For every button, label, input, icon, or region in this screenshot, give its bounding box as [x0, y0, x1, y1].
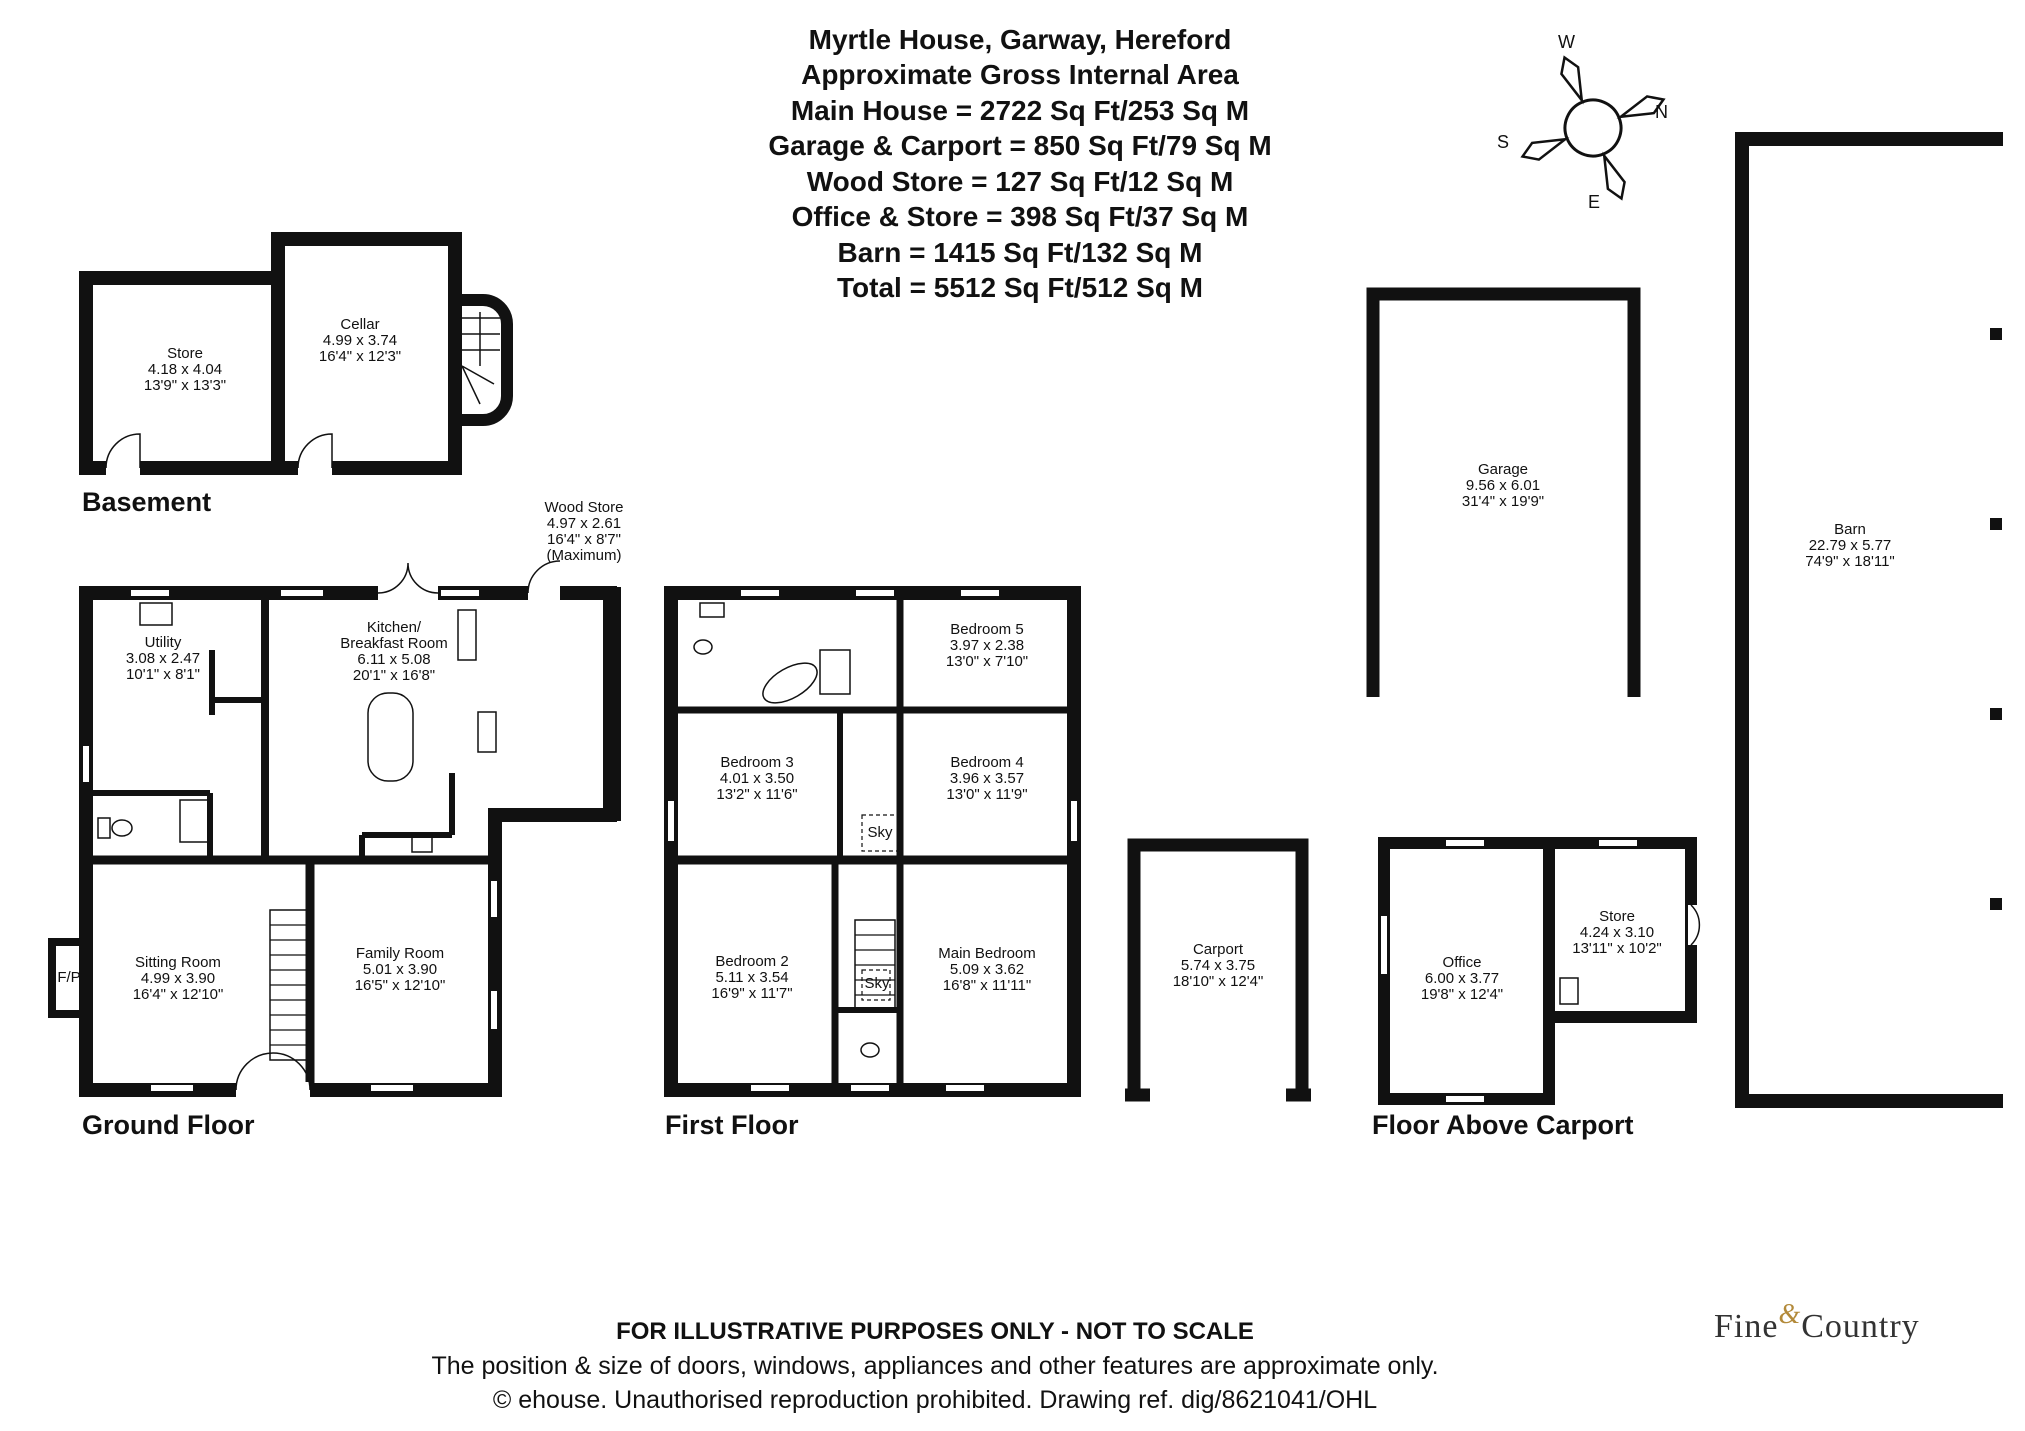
toilet-icon: [111, 819, 133, 837]
toilet-cistern: [97, 817, 111, 839]
copyright-text: © ehouse. Unauthorised reproduction proh…: [492, 1386, 1378, 1414]
compass-e: E: [1588, 192, 1601, 212]
area-barn: Barn = 1415 Sq Ft/132 Sq M: [837, 237, 1203, 268]
label-fireplace: F/P: [57, 969, 81, 986]
bathroom-toilet-icon: [693, 639, 713, 655]
cellar-door-icon: [297, 433, 333, 469]
store-door-icon: [1559, 977, 1579, 1005]
shower-tray: [179, 799, 209, 843]
label-floor-above-carport: Floor Above Carport: [1372, 1110, 1634, 1140]
first-stairs-icon: [819, 649, 851, 695]
utility-sink-icon: [139, 602, 173, 626]
area-total: Total = 5512 Sq Ft/512 Sq M: [837, 272, 1203, 303]
label-basement: Basement: [82, 487, 212, 517]
area-main-house: Main House = 2722 Sq Ft/253 Sq M: [790, 95, 1250, 126]
ground-floor-plan: [48, 560, 621, 1098]
skylight-2: [861, 969, 891, 1001]
barn-walls: [1735, 132, 2003, 1108]
hob-icon: [411, 833, 433, 853]
cellar-stair-alcove: [455, 294, 513, 426]
fireplace: [48, 938, 90, 1018]
area-office-store: Office & Store = 398 Sq Ft/37 Sq M: [791, 201, 1249, 232]
kitchen-sink-icon: [457, 609, 477, 661]
label-ground-floor: Ground Floor: [82, 1110, 255, 1140]
wood-store-door-icon: [527, 560, 561, 594]
compass-rose-icon: [1520, 55, 1666, 201]
garage-walls: [1366, 287, 1641, 697]
kitchen-island: [367, 692, 414, 782]
plan-subtitle: Approximate Gross Internal Area: [801, 59, 1239, 90]
compass-s: S: [1497, 132, 1510, 152]
fine-country-logo: Fine&Country: [1714, 1299, 1920, 1345]
wood-store-walls: [495, 587, 621, 821]
front-door-icon: [235, 1052, 311, 1091]
hob-icon-2: [477, 711, 497, 753]
skylight-1: [861, 814, 899, 852]
first-floor-plan: [664, 586, 1081, 1097]
carport-walls: [1127, 838, 1309, 1095]
disclaimer-text: The position & size of doors, windows, a…: [431, 1352, 1439, 1380]
plan-title: Myrtle House, Garway, Hereford: [808, 24, 1232, 55]
kitchen-french-doors-icon: [377, 562, 439, 594]
basement-store-door-icon: [105, 433, 141, 469]
cellar-stairs-icon: [461, 312, 500, 405]
basement-plan: [79, 232, 513, 476]
bath-icon: [762, 662, 818, 704]
first-toilet-icon: [860, 1042, 880, 1058]
disclaimer-heading: FOR ILLUSTRATIVE PURPOSES ONLY - NOT TO …: [616, 1318, 1254, 1345]
cellar-walls: [271, 232, 462, 475]
area-garage-carport: Garage & Carport = 850 Sq Ft/79 Sq M: [768, 130, 1272, 161]
compass-w: W: [1558, 32, 1575, 52]
label-skylight-2: Sky: [864, 975, 890, 992]
label-skylight: Sky: [867, 824, 893, 841]
compass-n: N: [1655, 102, 1668, 122]
area-wood-store: Wood Store = 127 Sq Ft/12 Sq M: [806, 166, 1234, 197]
label-first-floor: First Floor: [665, 1110, 799, 1140]
